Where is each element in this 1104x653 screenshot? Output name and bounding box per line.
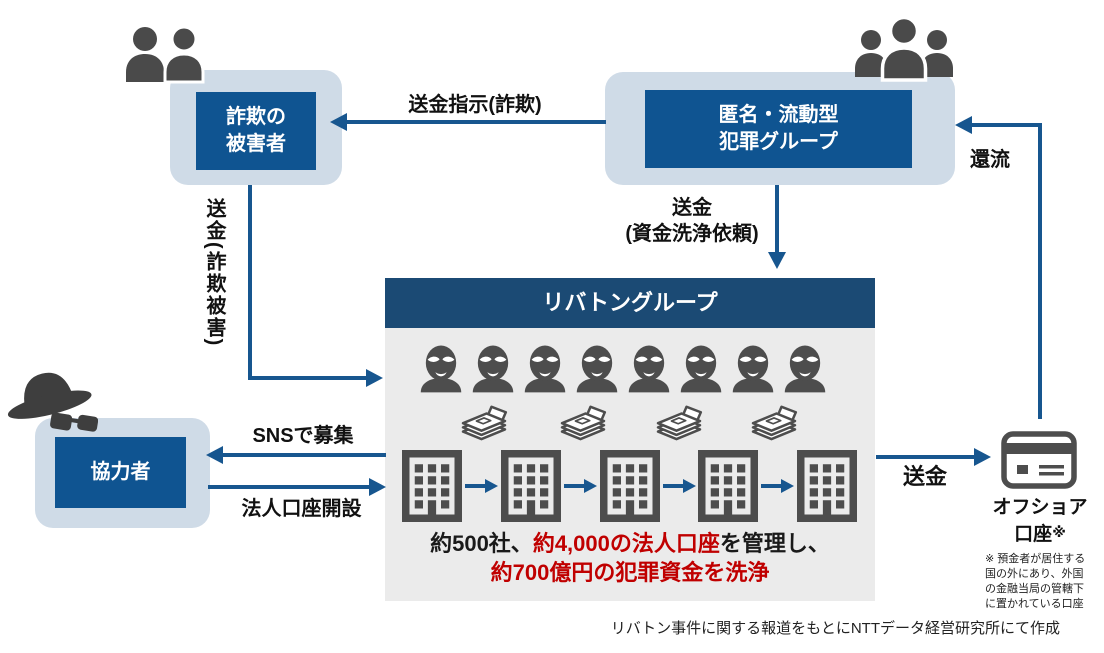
- offshore-label-line2: 口座※: [978, 520, 1102, 547]
- arrowhead-building-4-5: [781, 479, 794, 493]
- crime-group-label-line2: 犯罪グループ: [719, 131, 838, 153]
- victims-label-line1: 詐欺の: [226, 106, 286, 128]
- edge-label-launder-line2: (資金洗浄依頼): [625, 223, 759, 245]
- credit-card-icon: [1000, 428, 1078, 492]
- managed-accounts-caption: 約500社、約4,000の法人口座を管理し、 約700億円の犯罪資金を洗浄: [385, 529, 875, 587]
- footnote-line: 国の外にあり、外国: [985, 568, 1084, 580]
- money-stack-icon: [458, 403, 510, 445]
- footnote-line: に置かれている口座: [985, 598, 1084, 610]
- arrowhead-victim-remit: [366, 369, 383, 387]
- arrow-sns-line: [222, 453, 386, 457]
- caption-line1-red: 約4,000の法人口座: [532, 531, 720, 556]
- masked-person-icon: [730, 344, 776, 393]
- offshore-footnote: ※ 預金者が居住する 国の外にあり、外国 の金融当局の管轄下 に置かれている口座: [985, 552, 1103, 612]
- two-person-icon: [120, 24, 212, 88]
- three-person-group-icon: [852, 14, 956, 88]
- collaborator-label: 協力者: [90, 461, 151, 483]
- arrow-launder-line: [775, 185, 779, 253]
- masked-person-icon: [418, 344, 464, 393]
- arrowhead-building-3-4: [683, 479, 696, 493]
- edge-label-account: 法人口座開設: [241, 498, 362, 520]
- arrow-victim-remit-hline: [248, 376, 368, 380]
- building-icon: [600, 450, 660, 522]
- edge-label-launder-line1: 送金: [672, 197, 712, 219]
- building-icon: [402, 450, 462, 522]
- building-icon: [797, 450, 857, 522]
- masked-person-icon: [522, 344, 568, 393]
- footnote-line: ※ 預金者が居住する: [985, 553, 1086, 565]
- spy-icon: [2, 360, 98, 440]
- source-credit: リバトン事件に関する報道をもとにNTTデータ経営研究所にて作成: [610, 620, 1060, 637]
- arrow-building-3-4: [663, 484, 683, 488]
- rebaton-group-header: リバトングループ: [385, 278, 875, 328]
- money-stack-icon: [653, 403, 705, 445]
- masked-person-icon: [782, 344, 828, 393]
- edge-label-instruction: 送金指示(詐欺): [408, 94, 542, 116]
- victims-node: 詐欺の 被害者: [196, 92, 316, 170]
- arrowhead-account: [369, 478, 386, 496]
- arrow-reflux-hline: [970, 123, 1042, 127]
- collaborator-node: 協力者: [55, 437, 186, 508]
- offshore-label-line1: オフショア: [992, 497, 1088, 518]
- edge-label-launder: 送金 (資金洗浄依頼): [612, 195, 772, 247]
- crime-group-node: 匿名・流動型 犯罪グループ: [645, 90, 912, 168]
- edge-label-sns: SNSで募集: [252, 425, 354, 447]
- money-stack-icon: [557, 403, 609, 445]
- building-icon: [501, 450, 561, 522]
- caption-line1-black1: 約500社、: [430, 531, 533, 556]
- arrow-account-line: [208, 485, 371, 489]
- money-stack-icon: [748, 403, 800, 445]
- offshore-label-line2-text: 口座: [1014, 524, 1053, 545]
- caption-line2-red: 約700億円の犯罪資金を洗浄: [490, 560, 770, 585]
- building-icon: [698, 450, 758, 522]
- arrowhead-launder: [768, 252, 786, 269]
- edge-label-reflux: 還流: [970, 149, 1010, 171]
- masked-person-icon: [470, 344, 516, 393]
- caption-line1-black2: を管理し、: [719, 531, 830, 556]
- arrowhead-building-2-3: [584, 479, 597, 493]
- masked-person-icon: [678, 344, 724, 393]
- offshore-note-mark: ※: [1052, 524, 1066, 540]
- arrowhead-sns: [206, 446, 223, 464]
- arrowhead-reflux: [955, 116, 972, 134]
- offshore-account-label: オフショア 口座※: [978, 496, 1102, 547]
- arrow-reflux-vline: [1038, 123, 1042, 419]
- arrow-victim-remit-vline: [248, 185, 252, 378]
- masked-person-icon: [574, 344, 620, 393]
- arrow-building-4-5: [761, 484, 781, 488]
- arrow-remit-line: [876, 455, 976, 459]
- rebaton-group-box: [385, 278, 875, 601]
- footnote-line: の金融当局の管轄下: [985, 583, 1084, 595]
- arrowhead-remit: [974, 448, 991, 466]
- arrowhead-instruction: [330, 113, 347, 131]
- edge-label-victim-remit: 送金(詐欺被害): [203, 198, 225, 348]
- arrow-building-1-2: [465, 484, 485, 488]
- edge-label-remit: 送金: [902, 464, 947, 489]
- arrow-instruction-line: [346, 120, 606, 124]
- victims-label-line2: 被害者: [226, 133, 286, 155]
- crime-group-label-line1: 匿名・流動型: [718, 104, 839, 126]
- caption-line1: 約500社、約4,000の法人口座を管理し、: [385, 529, 875, 558]
- arrowhead-building-1-2: [485, 479, 498, 493]
- arrow-building-2-3: [564, 484, 584, 488]
- masked-person-icon: [626, 344, 672, 393]
